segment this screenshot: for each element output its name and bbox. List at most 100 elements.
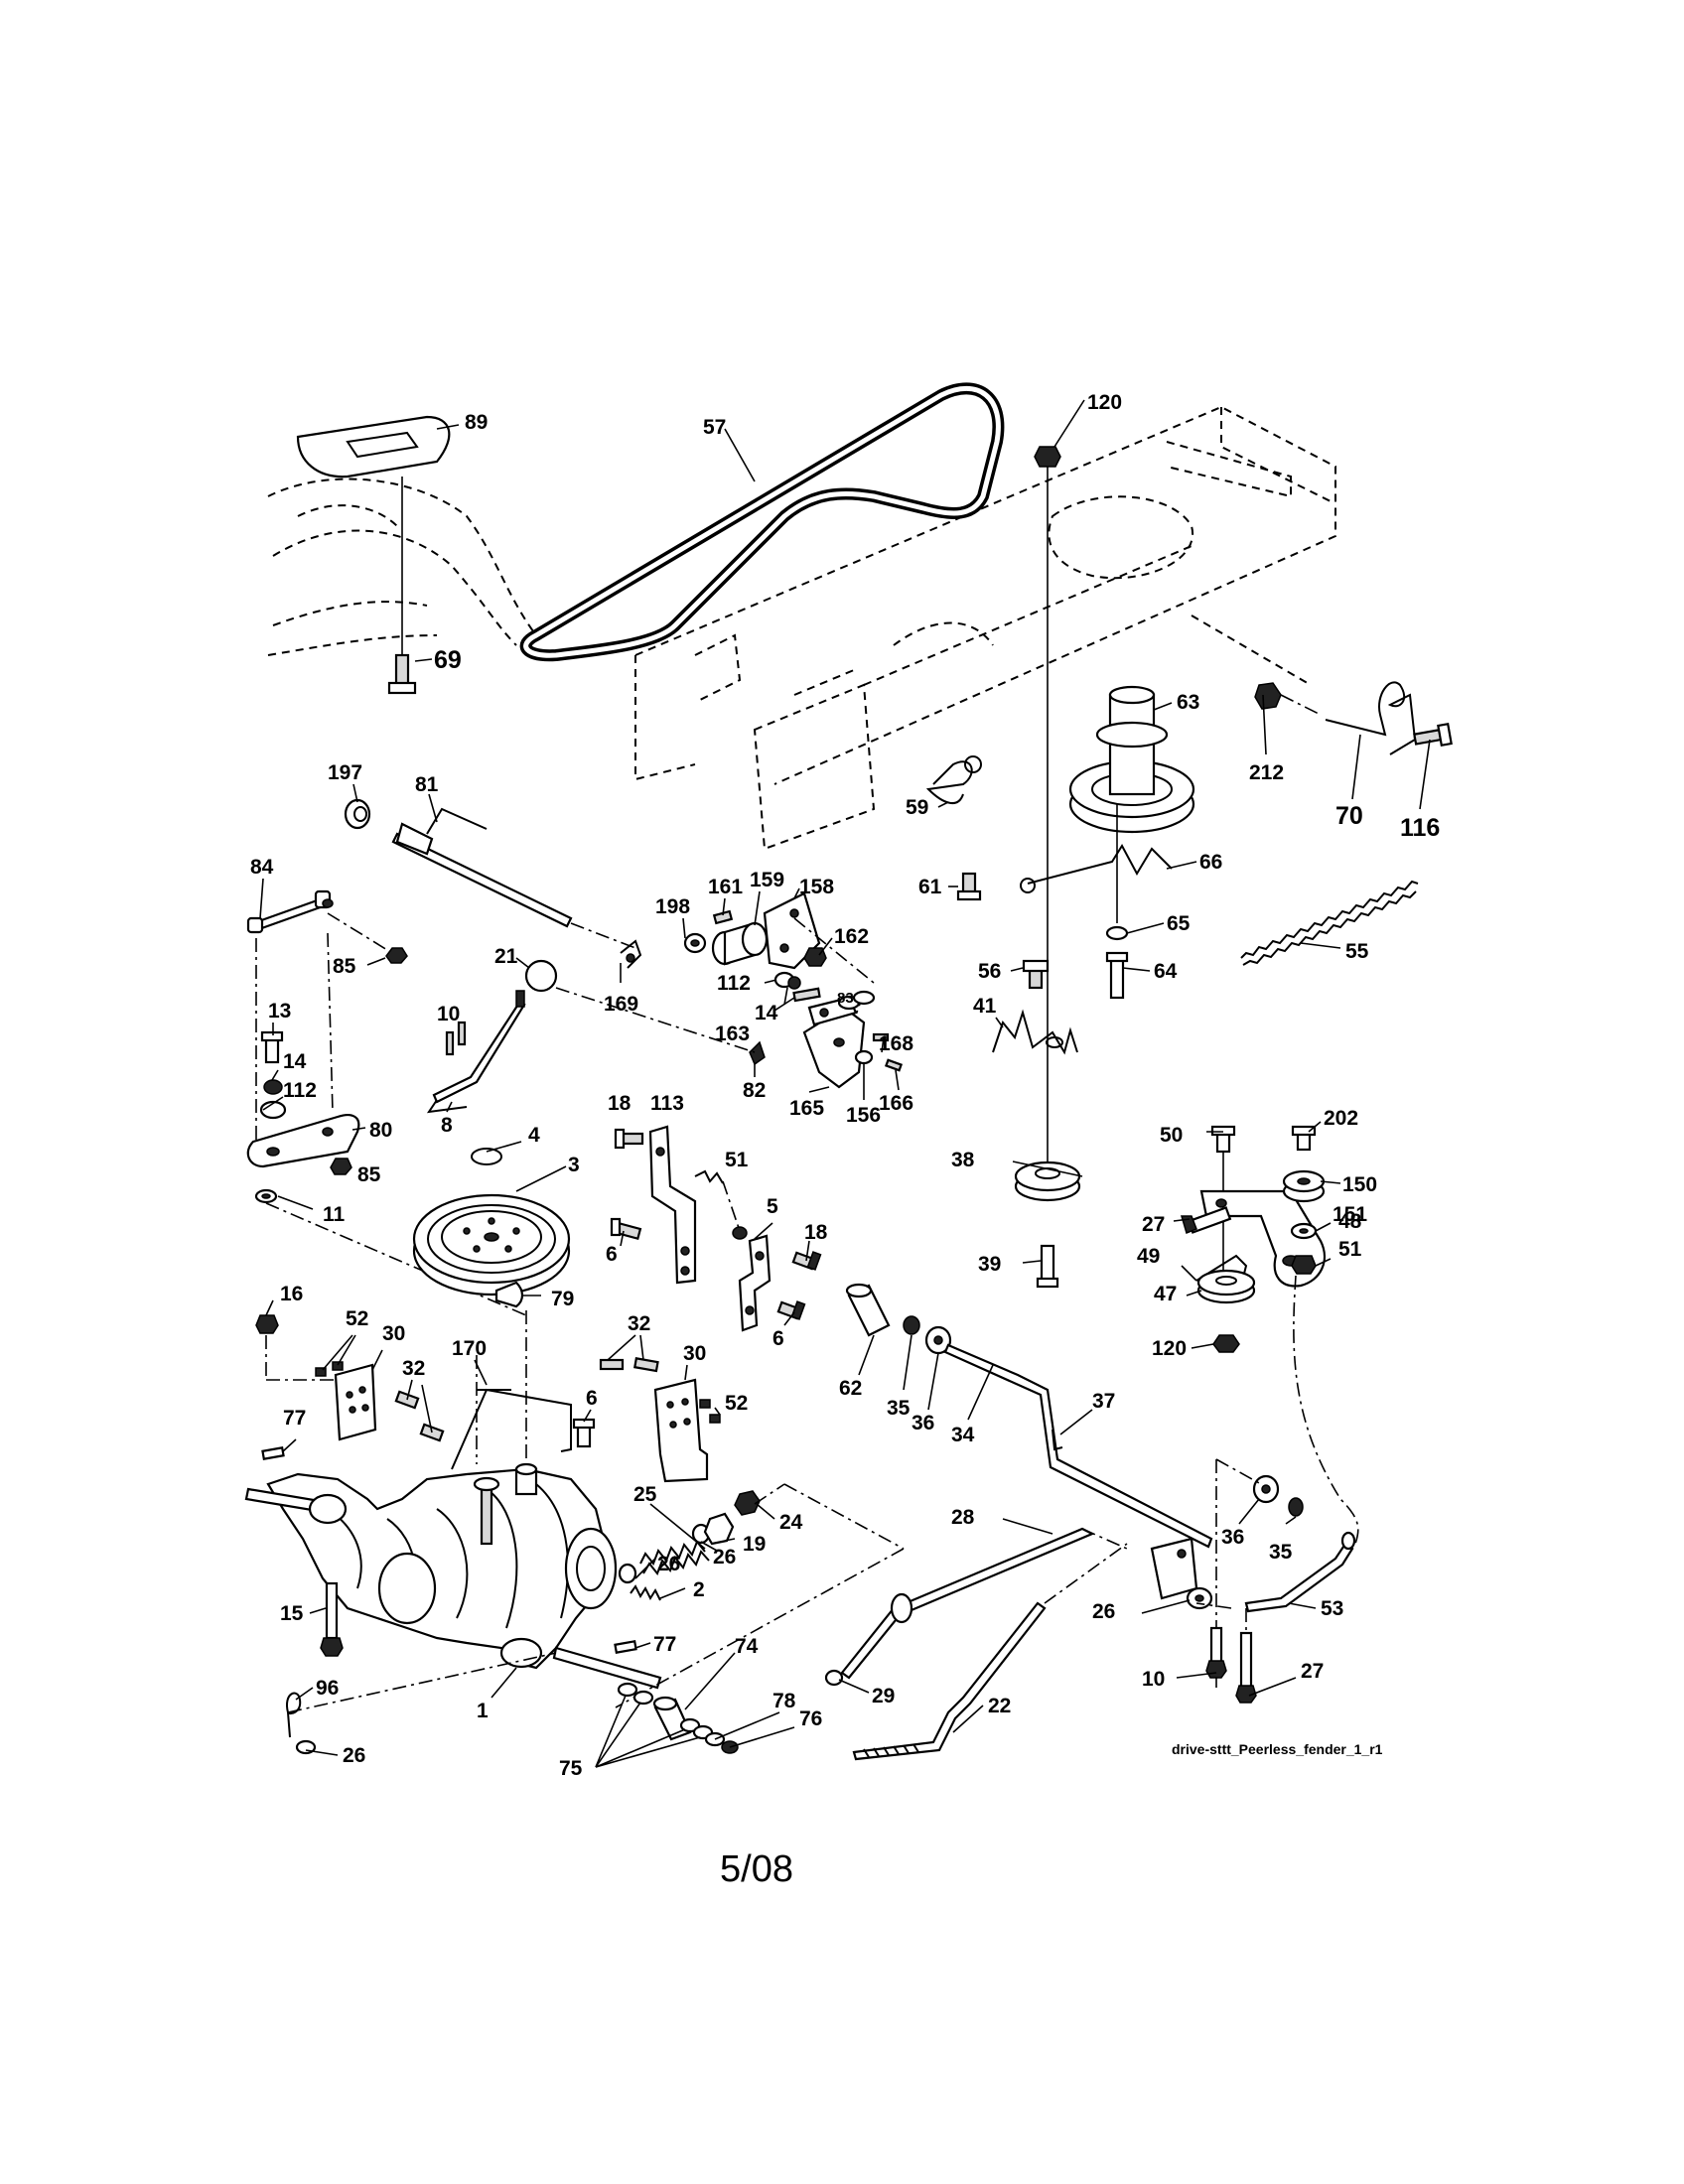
label-158: 158: [799, 876, 834, 898]
label-37: 37: [1092, 1390, 1115, 1413]
label-11: 11: [323, 1203, 346, 1226]
label-80: 80: [369, 1119, 392, 1142]
washer-11: [254, 1188, 278, 1204]
label-1: 1: [477, 1700, 489, 1722]
bracket-5: [738, 1234, 772, 1332]
ring-4: [471, 1148, 502, 1165]
label-14-left: 14: [283, 1050, 307, 1073]
label-34: 34: [951, 1424, 975, 1446]
bracket-113: [648, 1125, 697, 1285]
washer-35-top: [903, 1315, 920, 1335]
label-156: 156: [846, 1104, 881, 1127]
label-212: 212: [1249, 761, 1284, 784]
nut-24: [734, 1490, 761, 1516]
frame-outline: [634, 405, 1336, 851]
label-56: 56: [978, 960, 1001, 983]
bracket-80: [246, 1114, 360, 1168]
nut-16: [255, 1314, 279, 1334]
shaft-81: [391, 807, 573, 928]
label-76: 76: [799, 1707, 822, 1730]
label-169: 169: [604, 993, 638, 1016]
label-112: 112: [717, 972, 751, 995]
screw-168: [872, 1032, 890, 1042]
nut-51-right: [1291, 1255, 1317, 1275]
label-32-right: 32: [628, 1312, 650, 1335]
label-75: 75: [559, 1757, 583, 1780]
bushing-159: [711, 921, 769, 966]
bushing-62: [845, 1283, 891, 1337]
bolt-116: [1413, 723, 1453, 747]
label-19: 19: [743, 1533, 766, 1556]
bolt-18-left: [614, 1128, 644, 1150]
bracket-41: [992, 1009, 1078, 1055]
fender-outline: [267, 478, 537, 656]
label-78: 78: [772, 1690, 796, 1712]
washer-75-a: [617, 1682, 638, 1698]
plate-30-left: [334, 1363, 377, 1441]
label-82: 82: [743, 1079, 766, 1102]
label-36-top: 36: [912, 1412, 934, 1434]
label-81: 81: [415, 773, 439, 796]
label-150: 150: [1342, 1173, 1377, 1196]
label-35-top: 35: [887, 1397, 911, 1420]
bushing-74: [652, 1696, 692, 1741]
label-39: 39: [978, 1253, 1001, 1276]
label-18-left: 18: [608, 1092, 632, 1115]
bolt-6-left: [610, 1217, 642, 1241]
label-151: 151: [1333, 1203, 1367, 1226]
label-28: 28: [951, 1506, 975, 1529]
spindle-pulley: [1068, 685, 1195, 834]
label-47: 47: [1154, 1283, 1177, 1305]
label-168: 168: [879, 1032, 913, 1055]
label-197: 197: [328, 761, 362, 784]
label-30-left: 30: [382, 1322, 405, 1345]
lever-8: [426, 990, 526, 1114]
bolts-32-right: [599, 1357, 659, 1373]
label-18-right: 18: [804, 1221, 828, 1244]
rod-34: [943, 1343, 1213, 1549]
washer-14-left: [263, 1079, 283, 1095]
label-27-bottom: 27: [1301, 1660, 1324, 1683]
label-70: 70: [1335, 802, 1363, 830]
label-65: 65: [1167, 912, 1191, 935]
label-6-left: 6: [606, 1243, 618, 1266]
bolt-27-bottom: [1235, 1631, 1257, 1704]
label-161: 161: [708, 876, 743, 898]
label-162: 162: [834, 925, 869, 948]
bolt-10-bottom: [1205, 1626, 1227, 1679]
rod-22: [852, 1601, 1047, 1761]
pin-96: [286, 1692, 302, 1738]
label-38: 38: [951, 1149, 975, 1171]
nut-85-left: [330, 1158, 352, 1175]
label-6-vertical: 6: [586, 1387, 598, 1410]
label-53: 53: [1321, 1597, 1343, 1620]
bolt-39: [1036, 1244, 1059, 1289]
fastener-82: [749, 1040, 766, 1066]
idler-pulley-38: [1014, 1160, 1081, 1202]
label-120-top: 120: [1087, 391, 1122, 414]
bolt-56: [1022, 959, 1050, 990]
screw-166: [884, 1058, 904, 1072]
washer-75-c: [679, 1717, 701, 1733]
label-77-right: 77: [653, 1633, 676, 1656]
bolt-6-vertical: [572, 1418, 596, 1448]
label-29: 29: [872, 1685, 895, 1707]
bolt-64: [1105, 951, 1129, 1000]
label-116: 116: [1400, 814, 1440, 842]
label-10-bottom: 10: [1142, 1668, 1165, 1691]
label-6-right: 6: [772, 1327, 784, 1350]
washer-65: [1105, 925, 1129, 941]
label-170: 170: [452, 1337, 487, 1360]
label-77-left: 77: [283, 1407, 306, 1430]
washer-198: [683, 932, 707, 954]
label-66: 66: [1199, 851, 1222, 874]
label-21: 21: [494, 945, 518, 968]
label-26-right: 26: [1092, 1600, 1115, 1623]
label-69: 69: [434, 646, 462, 674]
label-166: 166: [879, 1092, 913, 1115]
label-84: 84: [250, 856, 274, 879]
nut-120-bottom: [1212, 1334, 1240, 1353]
screws-52-right: [699, 1399, 721, 1424]
label-49: 49: [1137, 1245, 1160, 1268]
bracket-165: [802, 996, 866, 1089]
